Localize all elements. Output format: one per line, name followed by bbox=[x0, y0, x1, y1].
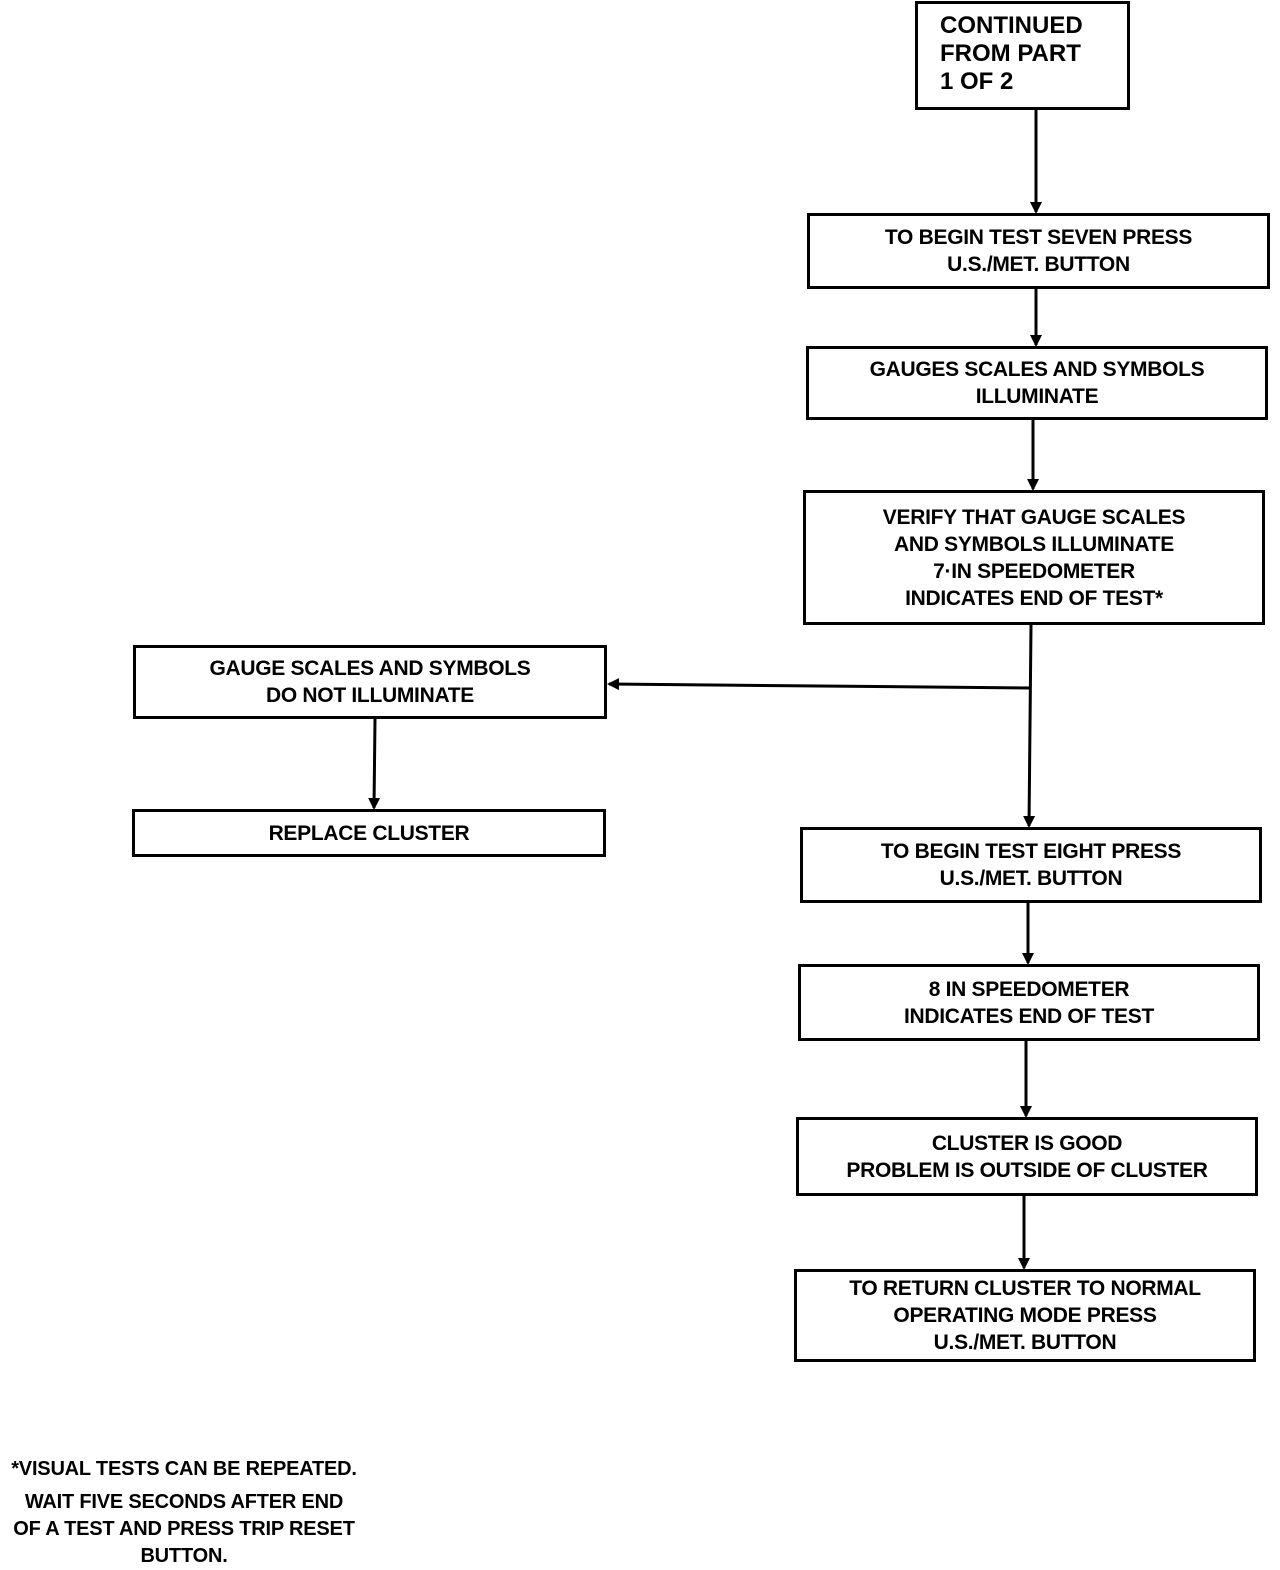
box-text-line: CONTINUED bbox=[940, 12, 1083, 39]
gauges-illuminate-box: GAUGES SCALES AND SYMBOLS ILLUMINATE bbox=[806, 346, 1268, 420]
box-text-line: OPERATING MODE PRESS bbox=[893, 1304, 1157, 1327]
box-text-line: U.S./MET. BUTTON bbox=[939, 867, 1123, 890]
replace-cluster-box: REPLACE CLUSTER bbox=[132, 809, 606, 857]
box-text-line: DO NOT ILLUMINATE bbox=[266, 684, 474, 707]
arrow-not-illuminate-to-replace bbox=[368, 718, 381, 810]
do-not-illuminate-box: GAUGE SCALES AND SYMBOLS DO NOT ILLUMINA… bbox=[133, 645, 607, 719]
arrow-to-not-illuminate bbox=[607, 678, 1032, 691]
eight-in-speedometer-box: 8 IN SPEEDOMETER INDICATES END OF TEST bbox=[798, 964, 1260, 1041]
return-normal-mode-box: TO RETURN CLUSTER TO NORMAL OPERATING MO… bbox=[794, 1269, 1256, 1362]
box-text-line: 7·IN SPEEDOMETER bbox=[933, 559, 1135, 583]
box-text-line: CLUSTER IS GOOD bbox=[931, 1131, 1123, 1155]
box-text-line: PROBLEM IS OUTSIDE OF CLUSTER bbox=[846, 1158, 1208, 1182]
verify-illuminate-box: VERIFY THAT GAUGE SCALES AND SYMBOLS ILL… bbox=[803, 490, 1265, 625]
begin-test-seven-box: TO BEGIN TEST SEVEN PRESS U.S./MET. BUTT… bbox=[807, 213, 1270, 289]
cluster-is-good-box: CLUSTER IS GOOD PROBLEM IS OUTSIDE OF CL… bbox=[796, 1117, 1258, 1196]
footnote-line: BUTTON. bbox=[140, 1545, 228, 1567]
box-text-line: TO RETURN CLUSTER TO NORMAL bbox=[849, 1277, 1201, 1300]
box-text-line: REPLACE CLUSTER bbox=[268, 821, 470, 845]
footnote-line: OF A TEST AND PRESS TRIP RESET bbox=[13, 1518, 355, 1540]
box-text-line: U.S./MET. BUTTON bbox=[933, 1331, 1117, 1354]
box-text-line: TO BEGIN TEST EIGHT PRESS bbox=[880, 840, 1182, 863]
box-text-line: GAUGE SCALES AND SYMBOLS bbox=[209, 657, 531, 680]
box-text-line: INDICATES END OF TEST* bbox=[905, 586, 1163, 610]
box-text-line: TO BEGIN TEST SEVEN PRESS bbox=[884, 226, 1193, 249]
box-text-line: FROM PART bbox=[940, 40, 1081, 67]
box-text-line: GAUGES SCALES AND SYMBOLS bbox=[869, 358, 1205, 381]
footnote-line: WAIT FIVE SECONDS AFTER END bbox=[24, 1491, 344, 1513]
continued-from-part-box: CONTINUED FROM PART 1 OF 2 bbox=[915, 1, 1130, 110]
footnote: *VISUAL TESTS CAN BE REPEATED. WAIT FIVE… bbox=[0, 1456, 368, 1570]
box-text-line: INDICATES END OF TEST bbox=[904, 1004, 1154, 1028]
footnote-line: *VISUAL TESTS CAN BE REPEATED. bbox=[11, 1458, 357, 1480]
connector-verify-down bbox=[1023, 624, 1036, 828]
box-text-line: ILLUMINATE bbox=[975, 385, 1099, 408]
box-text-line: 1 OF 2 bbox=[940, 68, 1014, 95]
box-text-line: U.S./MET. BUTTON bbox=[947, 253, 1130, 276]
box-text-line: VERIFY THAT GAUGE SCALES bbox=[882, 505, 1186, 529]
box-text-line: 8 IN SPEEDOMETER bbox=[928, 977, 1130, 1001]
begin-test-eight-box: TO BEGIN TEST EIGHT PRESS U.S./MET. BUTT… bbox=[800, 827, 1262, 903]
box-text-line: AND SYMBOLS ILLUMINATE bbox=[894, 532, 1174, 556]
